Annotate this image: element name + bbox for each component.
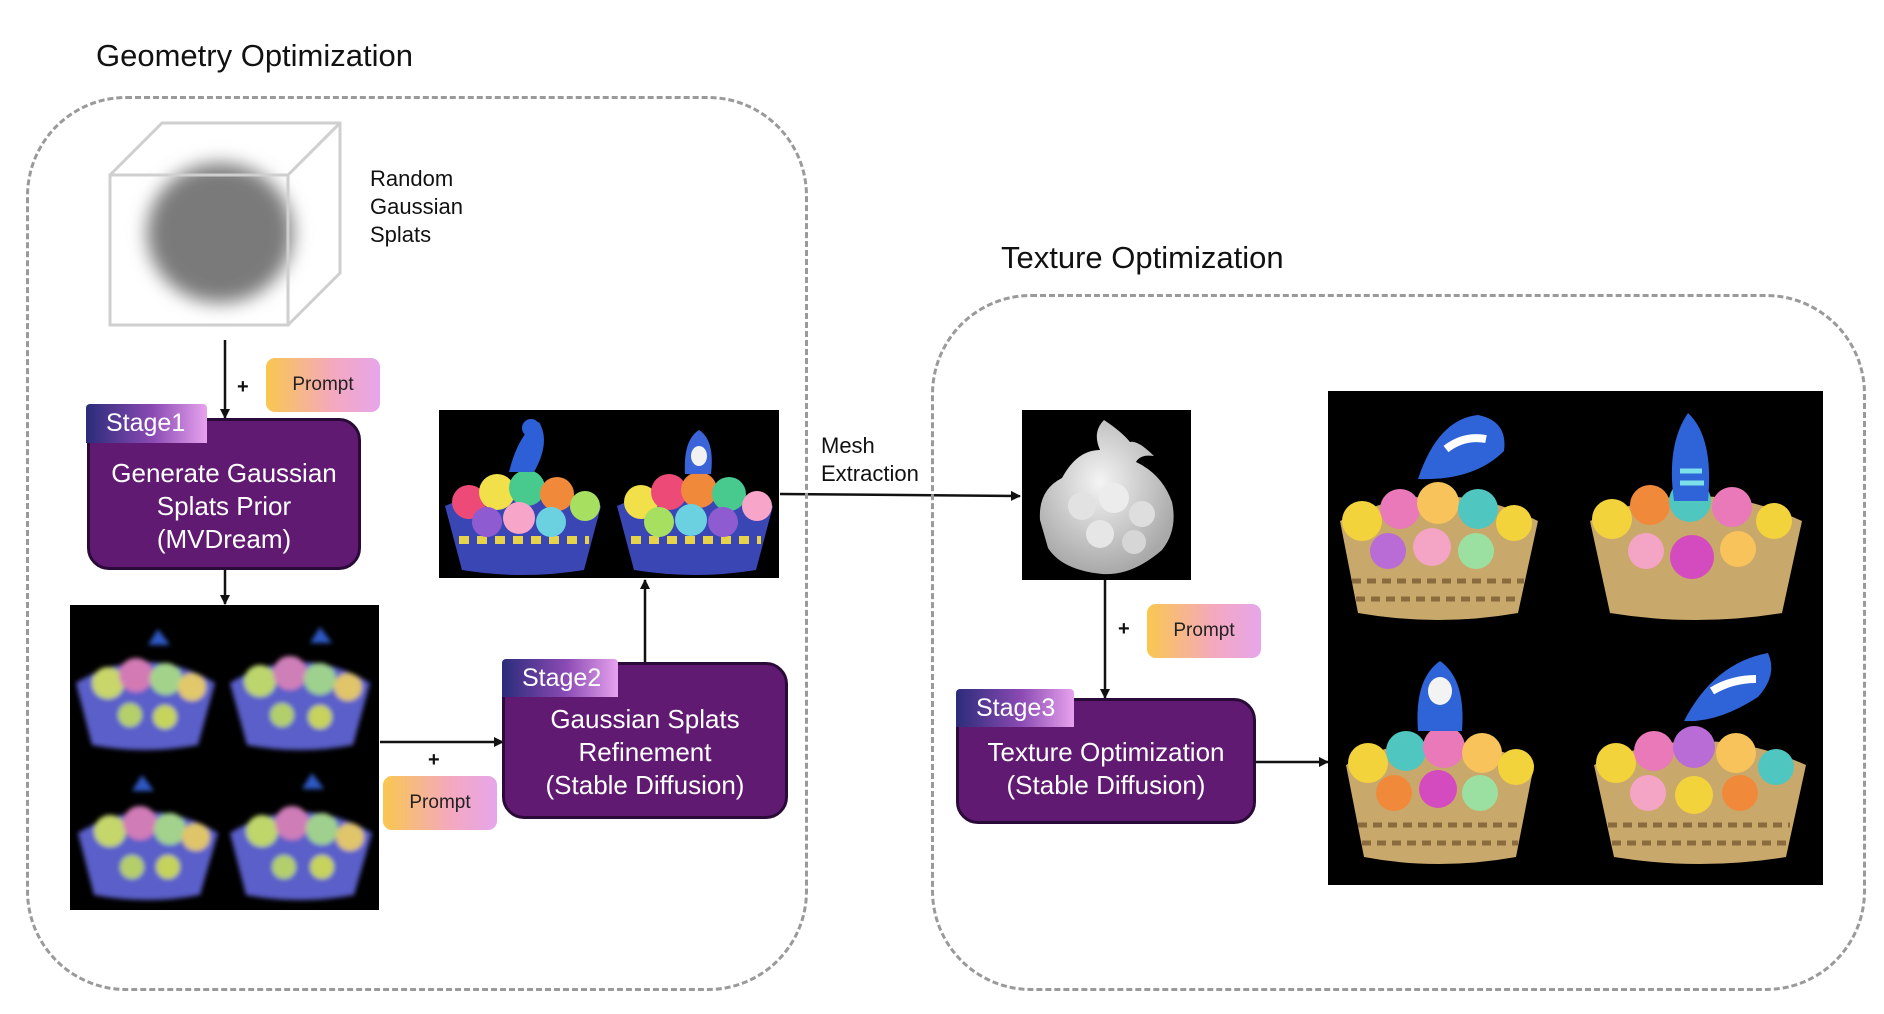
render-view-1 xyxy=(76,629,215,750)
textured-view-3 xyxy=(1346,661,1534,864)
mesh-extraction-label: Mesh Extraction xyxy=(821,433,919,486)
gaussian-blob xyxy=(147,163,293,303)
prompt-chip-top: Prompt xyxy=(266,358,380,412)
refined-gaussian-renders xyxy=(439,410,779,578)
texture-dashed-region xyxy=(931,294,1866,991)
arrow-mesh-extraction xyxy=(779,490,1021,501)
mesh-shape xyxy=(1039,420,1174,575)
plus-sign-top: + xyxy=(237,376,249,398)
render-view-2 xyxy=(230,627,370,750)
plus-sign-mid: + xyxy=(428,749,440,771)
texture-section-title: Texture Optimization xyxy=(1001,240,1284,275)
stage1-box: Generate Gaussian Splats Prior (MVDream) xyxy=(87,418,361,570)
textured-view-4 xyxy=(1594,653,1806,864)
stage2-tag: Stage2 xyxy=(502,659,618,697)
refined-view-1 xyxy=(445,419,601,575)
textured-view-1 xyxy=(1340,415,1538,620)
stage1-line-2: Splats Prior xyxy=(156,490,292,521)
render-view-3 xyxy=(78,775,218,900)
refined-view-2 xyxy=(617,430,773,575)
stage3-line-2: (Stable Diffusion) xyxy=(1006,770,1206,800)
stage1-line-1: Generate Gaussian xyxy=(111,457,337,488)
random-gaussian-splats-label: Random Gaussian Splats xyxy=(370,166,463,247)
random-splats-cube xyxy=(108,121,342,327)
stage1-line-3: (MVDream) xyxy=(156,523,292,554)
extracted-mesh-render xyxy=(1022,410,1191,580)
final-textured-renders xyxy=(1328,391,1823,885)
stage1-tag: Stage1 xyxy=(86,404,207,443)
geometry-dashed-region xyxy=(26,96,808,991)
prompt-chip-texture: Prompt xyxy=(1147,604,1261,658)
plus-sign-texture: + xyxy=(1118,618,1130,640)
stage3-line-1: Texture Optimization xyxy=(987,737,1225,767)
geometry-section-title: Geometry Optimization xyxy=(96,38,413,73)
textured-view-2 xyxy=(1590,413,1802,620)
stage2-line-2: Refinement xyxy=(578,737,712,767)
stage2-line-3: (Stable Diffusion) xyxy=(545,770,745,800)
prompt-chip-mid: Prompt xyxy=(383,776,497,830)
stage3-tag: Stage3 xyxy=(956,689,1074,727)
mvdream-multiview-renders xyxy=(70,605,379,910)
stage2-line-1: Gaussian Splats xyxy=(550,704,740,734)
render-view-4 xyxy=(230,773,372,900)
